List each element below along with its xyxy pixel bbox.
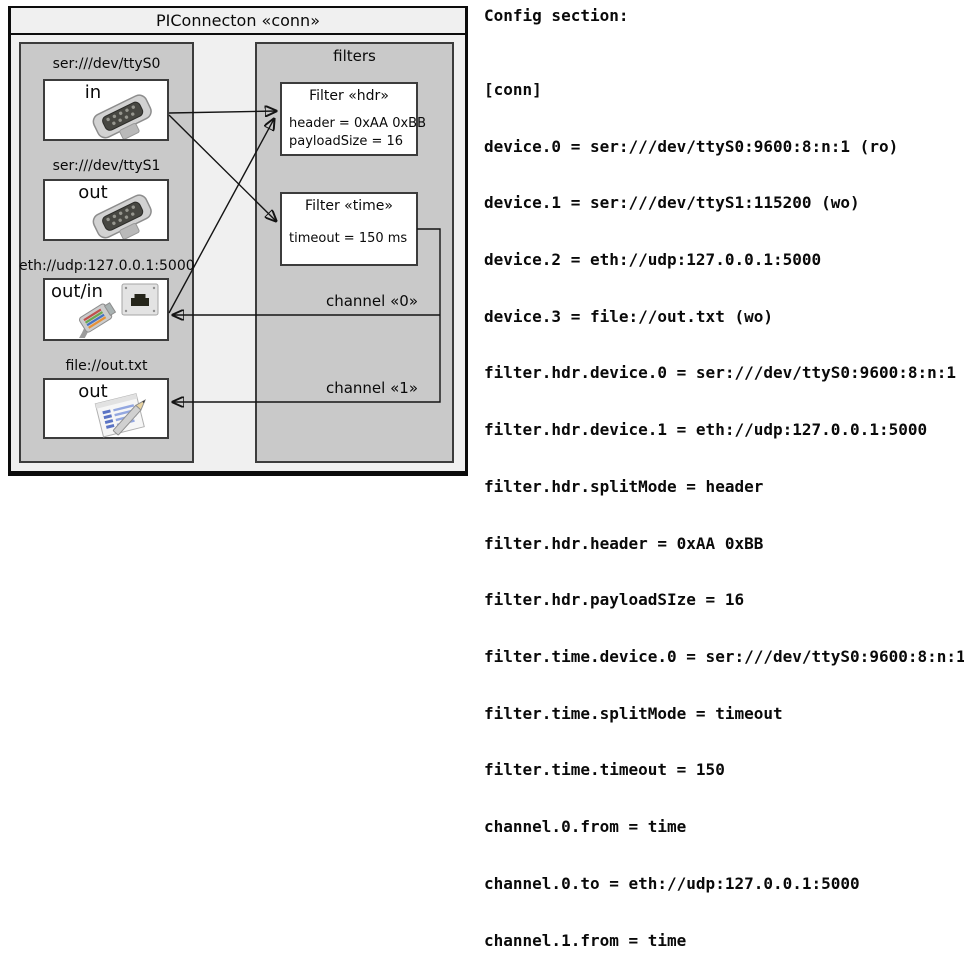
filter-attribute: header = 0xAA 0xBB [289, 116, 427, 131]
filter-attribute: timeout = 150 ms [289, 231, 408, 246]
filter-attribute: payloadSize = 16 [289, 134, 404, 149]
channel-1-label: channel «1» [325, 379, 418, 397]
device-box-ttys0: in [43, 79, 169, 141]
config-line: filter.time.timeout = 150 [484, 760, 725, 780]
config-line: device.1 = ser:///dev/ttyS1:115200 (wo) [484, 193, 860, 213]
config-line: filter.hdr.splitMode = header [484, 476, 764, 496]
filter-title: Filter «hdr» [309, 88, 389, 104]
device-port-direction: out [78, 182, 108, 203]
serial-connector-image [92, 94, 152, 139]
config-line: filter.time.device.0 = ser:///dev/ttyS0:… [484, 647, 964, 666]
device-label-ttys0: ser:///dev/ttyS0 [52, 56, 161, 72]
config-line: channel.1.from = time [484, 930, 687, 950]
device-label-file-out: file://out.txt [65, 358, 148, 374]
config-heading: Config section: [484, 6, 629, 25]
serial-connector-image [92, 194, 152, 239]
channel-0-label: channel «0» [325, 292, 418, 310]
device-port-direction: out/in [51, 281, 103, 302]
filter-box-hdr: Filter «hdr» header = 0xAA 0xBB payloadS… [280, 82, 426, 156]
diagram-title: PIConnecton «conn» [11, 8, 465, 35]
config-line: filter.time.splitMode = timeout [484, 703, 783, 723]
config-line: filter.hdr.payloadSIze = 16 [484, 590, 745, 610]
config-line: [conn] [484, 79, 542, 99]
device-port-direction: in [84, 82, 102, 103]
device-label-ttys1: ser:///dev/ttyS1 [52, 158, 161, 174]
config-line: filter.hdr.device.0 = ser:///dev/ttyS0:9… [484, 363, 957, 383]
notepad-pencil-icon [94, 393, 147, 438]
config-line: filter.hdr.header = 0xAA 0xBB [484, 533, 764, 553]
filters-panel-title: filters [333, 47, 376, 65]
device-box-file-out: out [43, 378, 169, 439]
ethernet-cable-image [72, 302, 117, 338]
ethernet-port-icon [121, 283, 159, 316]
filter-title: Filter «time» [305, 198, 393, 214]
config-line: filter.hdr.device.1 = eth://udp:127.0.0.… [484, 420, 928, 440]
device-port-direction: out [78, 381, 108, 402]
config-line: device.3 = file://out.txt (wo) [484, 306, 773, 326]
device-box-eth-udp: out/in [43, 278, 169, 341]
device-box-ttys1: out [43, 179, 169, 241]
config-line: device.2 = eth://udp:127.0.0.1:5000 [484, 249, 822, 269]
config-line: device.0 = ser:///dev/ttyS0:9600:8:n:1 (… [484, 136, 899, 156]
filter-box-time: Filter «time» timeout = 150 ms [280, 192, 418, 266]
config-line: channel.0.from = time [484, 817, 687, 837]
config-text: [conn] device.0 = ser:///dev/ttyS0:9600:… [484, 43, 964, 968]
config-line: channel.0.to = eth://udp:127.0.0.1:5000 [484, 873, 860, 893]
device-label-eth-udp: eth://udp:127.0.0.1:5000 [19, 258, 195, 274]
